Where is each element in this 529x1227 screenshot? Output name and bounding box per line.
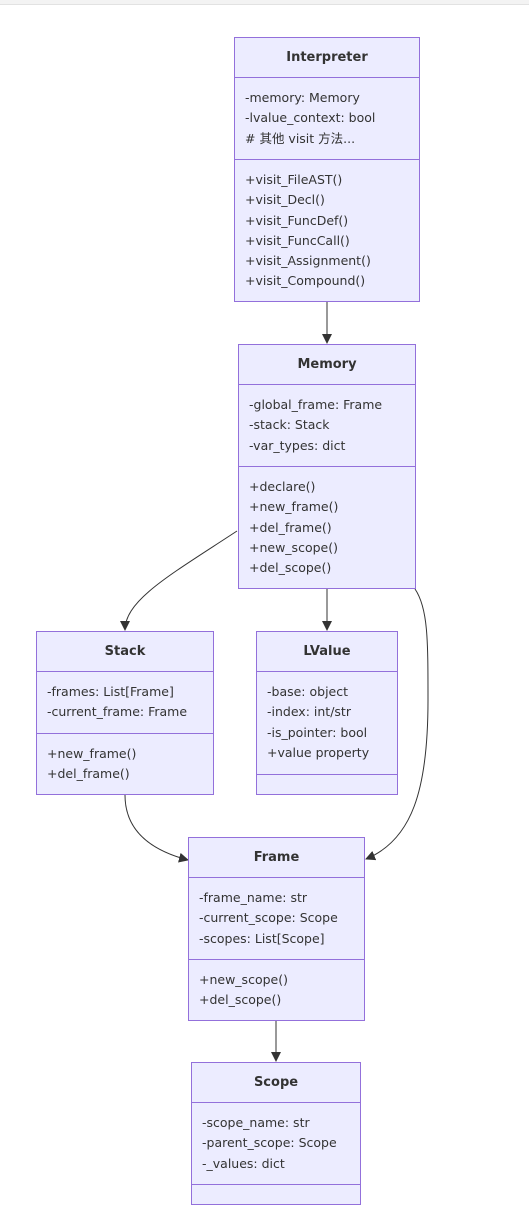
class-interpreter: Interpreter -memory: Memory -lvalue_cont… bbox=[234, 37, 420, 302]
class-lvalue-methods bbox=[257, 775, 397, 785]
class-scope-attributes: -scope_name: str -parent_scope: Scope -_… bbox=[192, 1103, 360, 1185]
method: +new_frame() bbox=[249, 499, 339, 515]
attribute: -global_frame: Frame bbox=[249, 397, 383, 412]
attribute: -scope_name: str bbox=[202, 1115, 310, 1130]
method: +new_scope() bbox=[199, 972, 288, 987]
attribute: -index: int/str bbox=[267, 704, 351, 720]
class-interpreter-attributes: -memory: Memory -lvalue_context: bool # … bbox=[235, 78, 419, 160]
attribute: -memory: Memory bbox=[245, 90, 360, 105]
method: +del_frame() bbox=[249, 519, 332, 535]
class-interpreter-methods: +visit_FileAST() +visit_Decl() +visit_Fu… bbox=[235, 160, 419, 292]
class-lvalue-title: LValue bbox=[257, 632, 397, 672]
attribute: -frame_name: str bbox=[199, 890, 308, 905]
method: +visit_FuncCall() bbox=[245, 232, 350, 248]
method: +del_scope() bbox=[249, 560, 332, 576]
class-stack-methods: +new_frame() +del_frame() bbox=[37, 734, 213, 785]
method: +visit_Assignment() bbox=[245, 253, 371, 269]
class-stack-title: Stack bbox=[37, 632, 213, 672]
class-lvalue: LValue -base: object -index: int/str -is… bbox=[256, 631, 398, 795]
class-frame: Frame -frame_name: str -current_scope: S… bbox=[188, 837, 365, 1021]
class-interpreter-title: Interpreter bbox=[235, 38, 419, 78]
attribute: -lvalue_context: bool bbox=[245, 110, 376, 126]
method: +visit_Compound() bbox=[245, 273, 366, 289]
attribute: -frames: List[Frame] bbox=[47, 684, 174, 699]
class-frame-attributes: -frame_name: str -current_scope: Scope -… bbox=[189, 878, 364, 960]
method: +del_frame() bbox=[47, 766, 130, 782]
method: +visit_FileAST() bbox=[245, 172, 343, 187]
class-scope-methods bbox=[192, 1185, 360, 1195]
method: +visit_Decl() bbox=[245, 192, 325, 208]
attribute: -current_scope: Scope bbox=[199, 910, 338, 926]
edge-stack-frame bbox=[124, 794, 189, 863]
class-scope: Scope -scope_name: str -parent_scope: Sc… bbox=[191, 1062, 361, 1205]
method: +new_frame() bbox=[47, 746, 137, 761]
method: +visit_FuncDef() bbox=[245, 212, 349, 228]
class-lvalue-attributes: -base: object -index: int/str -is_pointe… bbox=[257, 672, 397, 775]
class-memory: Memory -global_frame: Frame -stack: Stac… bbox=[238, 344, 416, 589]
attribute: -var_types: dict bbox=[249, 437, 346, 453]
attribute: -current_frame: Frame bbox=[47, 704, 188, 720]
attribute: -is_pointer: bool bbox=[267, 724, 368, 740]
method: +declare() bbox=[249, 479, 316, 494]
method: +del_scope() bbox=[199, 992, 282, 1008]
class-memory-title: Memory bbox=[239, 345, 415, 385]
class-frame-title: Frame bbox=[189, 838, 364, 878]
class-frame-methods: +new_scope() +del_scope() bbox=[189, 960, 364, 1011]
class-memory-attributes: -global_frame: Frame -stack: Stack -var_… bbox=[239, 385, 415, 467]
class-stack-attributes: -frames: List[Frame] -current_frame: Fra… bbox=[37, 672, 213, 734]
attribute: -_values: dict bbox=[202, 1155, 285, 1171]
class-stack: Stack -frames: List[Frame] -current_fram… bbox=[36, 631, 214, 795]
attribute: +value property bbox=[267, 744, 370, 760]
attribute: -parent_scope: Scope bbox=[202, 1135, 337, 1151]
edge-memory-stack bbox=[120, 530, 238, 631]
top-bar bbox=[0, 0, 529, 5]
attribute: -stack: Stack bbox=[249, 417, 330, 433]
method: +new_scope() bbox=[249, 539, 338, 555]
attribute: -scopes: List[Scope] bbox=[199, 930, 325, 946]
class-scope-title: Scope bbox=[192, 1063, 360, 1103]
edge-memory-frame bbox=[365, 588, 429, 861]
attribute: -base: object bbox=[267, 684, 349, 699]
attribute: # 其他 visit 方法... bbox=[245, 130, 356, 146]
class-memory-methods: +declare() +new_frame() +del_frame() +ne… bbox=[239, 467, 415, 578]
